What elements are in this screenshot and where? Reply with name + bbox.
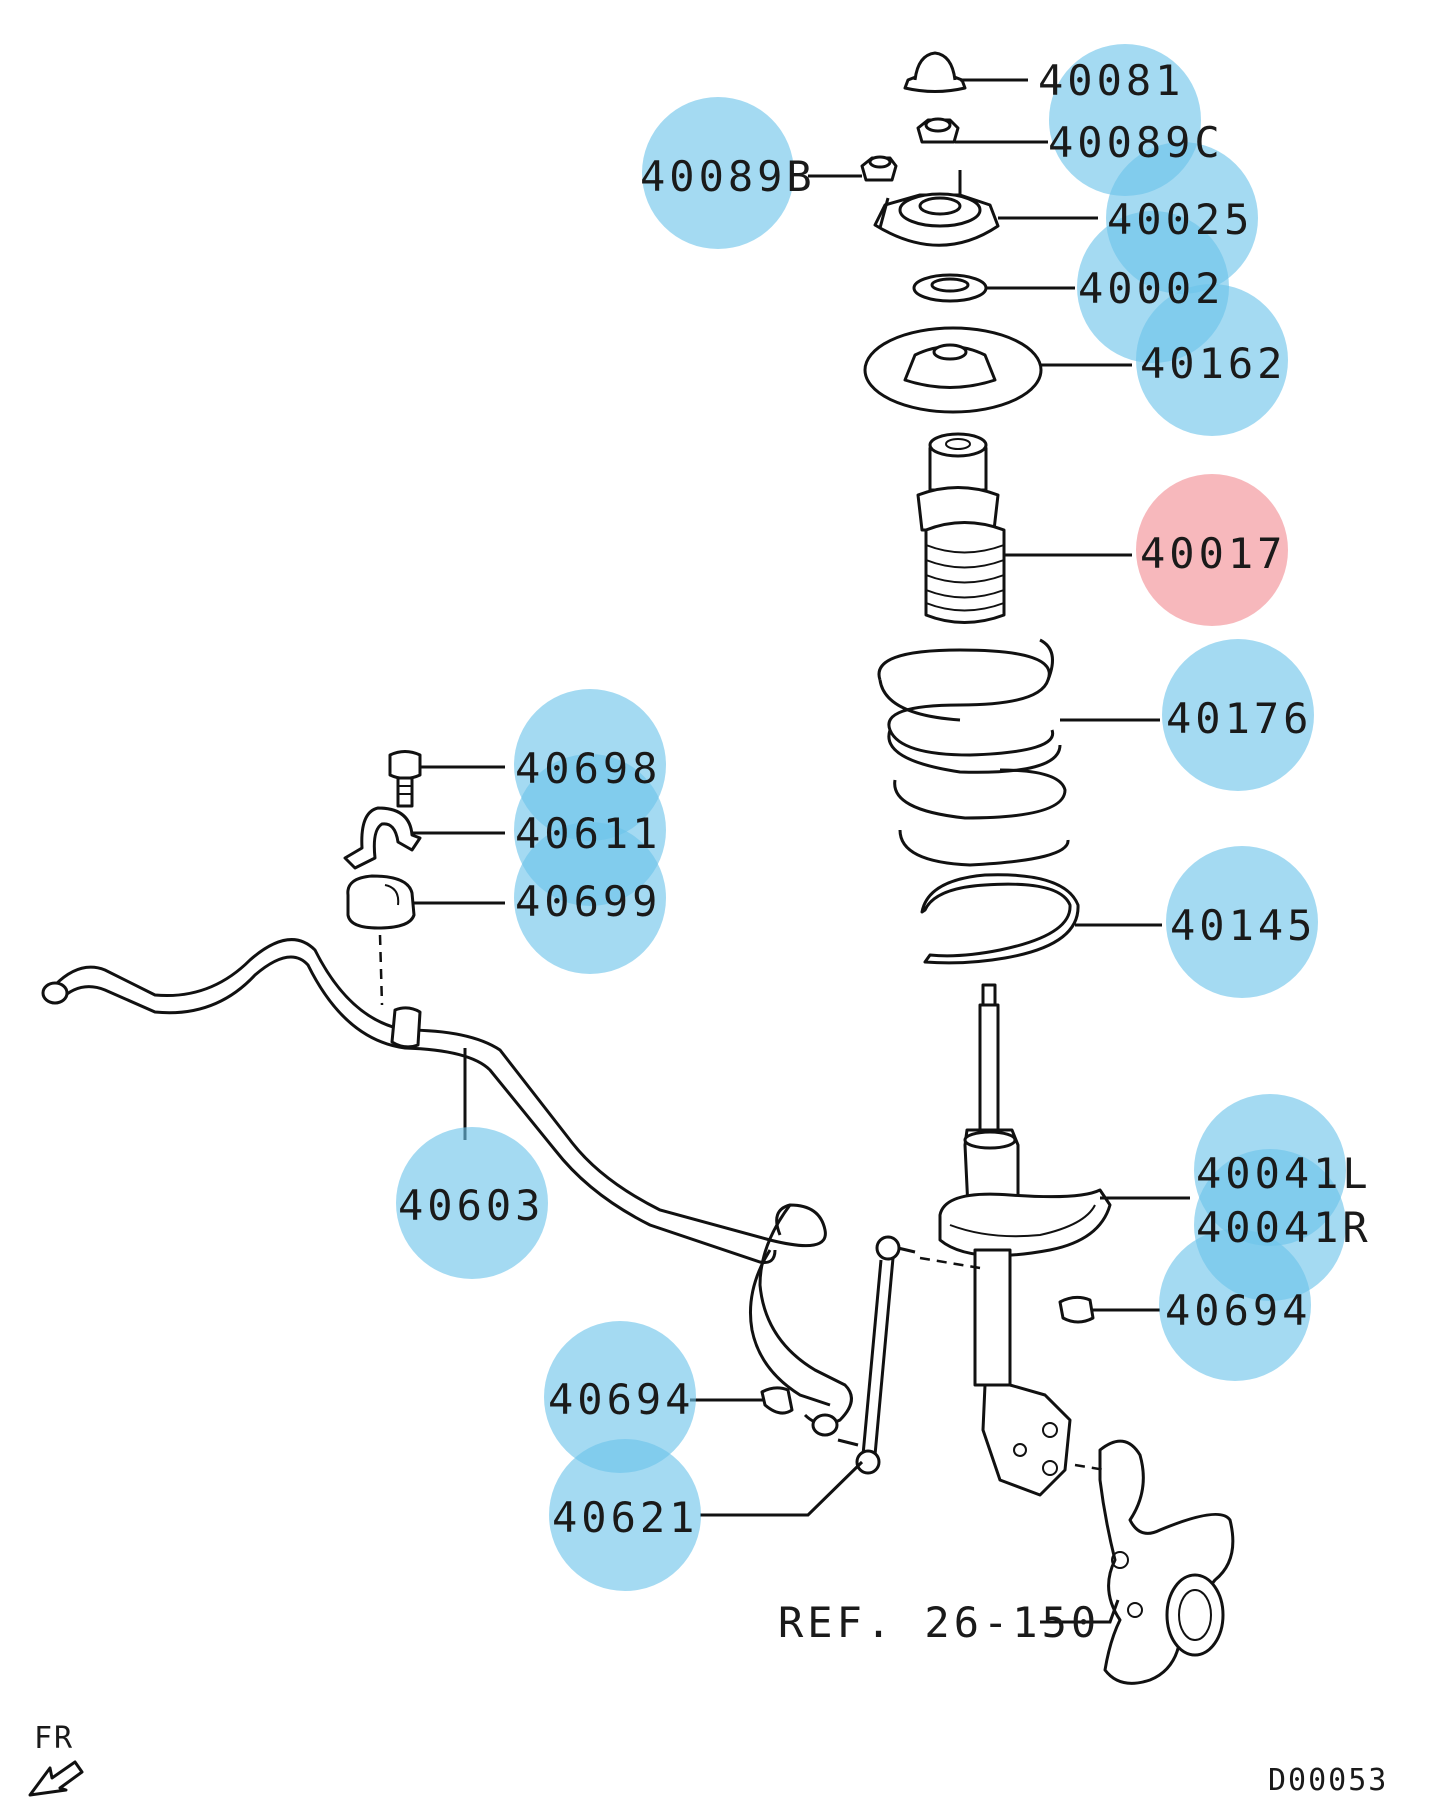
front-direction-arrow: [28, 1760, 84, 1797]
part-label-40694-strut[interactable]: 40694: [1165, 1286, 1311, 1335]
part-label-40699[interactable]: 40699: [515, 877, 661, 926]
part-label-40089B[interactable]: 40089B: [640, 152, 816, 201]
part-label-40145[interactable]: 40145: [1170, 901, 1316, 950]
strut-mount-drawing: [873, 170, 1000, 247]
diagram-code: D00053: [1268, 1763, 1388, 1798]
hotspot-40017[interactable]: [1136, 474, 1288, 626]
shock-absorber-drawing: [938, 983, 1112, 1497]
part-label-40162[interactable]: 40162: [1140, 339, 1286, 388]
hotspot-40694-strut[interactable]: [1159, 1229, 1311, 1381]
dust-boot-drawing: [916, 432, 1006, 624]
part-label-40176[interactable]: 40176: [1166, 694, 1312, 743]
bracket-drawing: [343, 806, 422, 870]
part-label-40081[interactable]: 40081: [1038, 56, 1184, 105]
part-label-40694-bar[interactable]: 40694: [548, 1375, 694, 1424]
hotspot-40089B[interactable]: [642, 97, 794, 249]
orientation-label: FR: [34, 1721, 74, 1756]
part-label-40041R[interactable]: 40041R: [1196, 1203, 1372, 1252]
stabilizer-bar-drawing: [41, 938, 853, 1437]
nut-drawing-top: [916, 117, 960, 144]
cap-drawing: [903, 51, 967, 93]
part-label-40089C[interactable]: 40089C: [1048, 118, 1224, 167]
spring-pad-drawing: [920, 873, 1080, 965]
bearing-drawing: [912, 273, 988, 303]
nut-drawing-left: [860, 155, 898, 182]
part-label-40611[interactable]: 40611: [515, 809, 661, 858]
part-label-40017[interactable]: 40017: [1140, 529, 1286, 578]
part-label-40002[interactable]: 40002: [1078, 264, 1224, 313]
hotspots: [396, 44, 1346, 1591]
part-label-40025[interactable]: 40025: [1107, 195, 1253, 244]
hotspot-40603[interactable]: [396, 1127, 548, 1279]
hotspot-40145[interactable]: [1166, 846, 1318, 998]
hotspot-40694-bar[interactable]: [544, 1321, 696, 1473]
bolt-drawing: [388, 750, 422, 808]
hotspot-40699[interactable]: [514, 822, 666, 974]
coil-spring-drawing: [877, 638, 1070, 867]
part-label-40621[interactable]: 40621: [552, 1493, 698, 1542]
nut-drawing-strut: [1058, 1295, 1095, 1324]
bushing-drawing: [346, 874, 416, 1006]
reference-label: REF. 26-150: [778, 1598, 1100, 1647]
part-drawings: [28, 51, 1235, 1797]
stabilizer-link-drawing: [837, 1235, 981, 1475]
hotspot-40176[interactable]: [1162, 639, 1314, 791]
part-labels: 40081 40089C 40089B 40025 40002 40162 40…: [34, 56, 1388, 1798]
part-label-40041L[interactable]: 40041L: [1196, 1149, 1372, 1198]
knuckle-drawing: [1074, 1439, 1235, 1685]
part-label-40603[interactable]: 40603: [398, 1181, 544, 1230]
part-label-40698[interactable]: 40698: [515, 744, 661, 793]
hotspot-40621[interactable]: [549, 1439, 701, 1591]
nut-drawing-bar: [760, 1386, 794, 1415]
leader-lines: [412, 78, 1190, 1624]
hotspot-40162[interactable]: [1136, 284, 1288, 436]
spring-seat-drawing: [863, 326, 1043, 414]
